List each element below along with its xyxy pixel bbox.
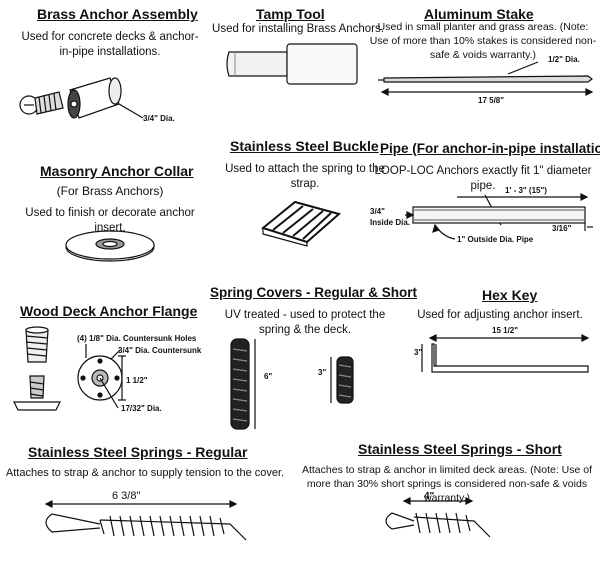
brass-anchor-title: Brass Anchor Assembly bbox=[37, 6, 198, 22]
springs-regular-length: 6 3/8" bbox=[112, 490, 141, 502]
spring-covers-regular-len: 6" bbox=[264, 372, 273, 381]
spring-covers-desc: UV treated - used to protect the spring … bbox=[224, 309, 386, 336]
springs-short-illustration bbox=[385, 497, 491, 538]
brass-anchor-dim: 3/4" Dia. bbox=[143, 114, 175, 123]
brass-anchor-illustration bbox=[19, 77, 144, 119]
masonry-collar-title: Masonry Anchor Collar bbox=[40, 163, 194, 179]
tamp-tool-desc: Used for installing Brass Anchors. bbox=[212, 23, 384, 35]
buckle-title: Stainless Steel Buckle bbox=[230, 138, 379, 154]
aluminum-stake-length: 17 5/8" bbox=[478, 96, 505, 105]
springs-regular-desc: Attaches to strap & anchor to supply ten… bbox=[5, 467, 285, 479]
wood-flange-title: Wood Deck Anchor Flange bbox=[20, 303, 198, 319]
hex-key-height: 3" bbox=[414, 348, 423, 357]
aluminum-stake-title: Aluminum Stake bbox=[424, 6, 534, 22]
hex-key-illustration bbox=[421, 334, 590, 373]
springs-short-title: Stainless Steel Springs - Short bbox=[358, 441, 562, 457]
spring-covers-illustration bbox=[230, 338, 354, 430]
spring-covers-short-len: 3" bbox=[318, 368, 327, 377]
masonry-collar-illustration bbox=[65, 230, 155, 262]
buckle-desc: Used to attach the spring to the strap. bbox=[225, 163, 385, 190]
wood-flange-insert-illustration bbox=[13, 326, 61, 411]
tamp-tool-title: Tamp Tool bbox=[256, 6, 325, 22]
hex-key-length: 15 1/2" bbox=[492, 326, 519, 335]
pipe-illustration bbox=[405, 193, 593, 240]
tamp-tool-illustration bbox=[226, 43, 358, 85]
pipe-desc: LOOP-LOC Anchors exactly fit 1" diameter… bbox=[374, 165, 592, 192]
masonry-collar-subtitle: (For Brass Anchors) bbox=[56, 184, 164, 198]
wood-flange-size: 1 1/2" bbox=[126, 376, 148, 385]
pipe-length: 1' - 3" (15") bbox=[505, 186, 547, 195]
spring-covers-title: Spring Covers - Regular & Short bbox=[210, 285, 418, 300]
wood-flange-holes: (4) 1/8" Dia. Countersunk Holes bbox=[77, 334, 197, 343]
springs-short-desc: Attaches to strap & anchor in limited de… bbox=[301, 464, 593, 504]
pipe-wall: 3/16" bbox=[552, 224, 572, 233]
hex-key-title: Hex Key bbox=[482, 287, 538, 303]
buckle-illustration bbox=[260, 200, 342, 247]
wood-flange-dia: 17/32" Dia. bbox=[121, 404, 162, 413]
springs-regular-illustration bbox=[44, 500, 247, 541]
pipe-title: Pipe (For anchor-in-pipe installations) bbox=[380, 141, 600, 156]
hex-key-desc: Used for adjusting anchor insert. bbox=[417, 309, 583, 321]
pipe-inside: 3/4" Inside Dia. bbox=[370, 207, 411, 227]
wood-flange-illustration bbox=[77, 344, 126, 409]
wood-flange-countersunk: 3/4" Dia. Countersunk bbox=[118, 346, 202, 355]
aluminum-stake-dia: 1/2" Dia. bbox=[548, 55, 580, 64]
aluminum-stake-illustration bbox=[378, 61, 594, 96]
springs-regular-title: Stainless Steel Springs - Regular bbox=[28, 444, 248, 460]
aluminum-stake-desc: Used in small planter and grass areas. (… bbox=[369, 21, 597, 61]
springs-short-length: 4" bbox=[424, 491, 435, 502]
pipe-outside: 1" Outside Dia. Pipe bbox=[457, 235, 534, 244]
brass-anchor-desc: Used for concrete decks & anchor-in-pipe… bbox=[21, 31, 199, 58]
